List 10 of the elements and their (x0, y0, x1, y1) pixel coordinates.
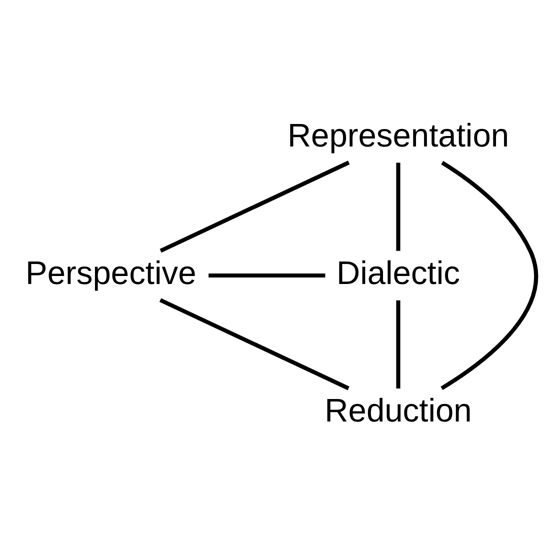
connector (396, 162, 400, 250)
node-text: Reduction (324, 390, 472, 428)
node-text: Perspective (26, 253, 196, 290)
node-text: Representation (287, 116, 510, 153)
connector (208, 272, 326, 278)
connector (160, 160, 350, 252)
node-text: Dialectic (336, 253, 460, 290)
connector (396, 300, 400, 388)
connector (159, 298, 350, 390)
connector (440, 160, 538, 390)
